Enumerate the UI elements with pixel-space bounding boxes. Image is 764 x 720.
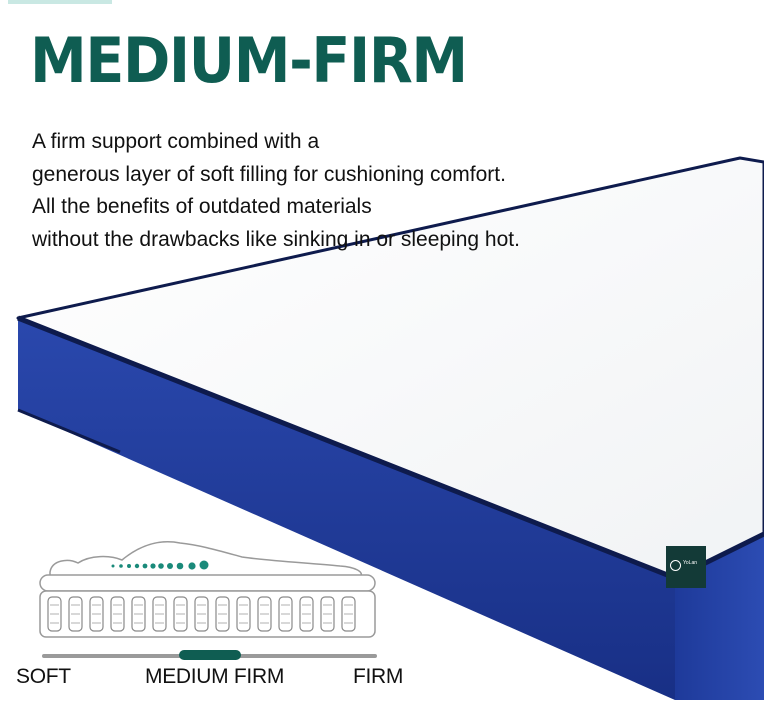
- description: A firm support combined with a generous …: [32, 126, 552, 256]
- description-line: A firm support combined with a: [32, 130, 320, 153]
- sleeper-outline: [49, 541, 362, 580]
- firmness-scale-marker: [178, 650, 241, 660]
- coil-springs: [47, 596, 356, 632]
- firmness-label-firm: FIRM: [353, 665, 404, 688]
- mattress-side-left: [18, 318, 675, 700]
- coil-spring-lines: [50, 604, 353, 624]
- headline: MEDIUM-FIRM: [30, 24, 468, 97]
- firmness-scale: SOFT MEDIUM FIRM FIRM: [0, 640, 420, 700]
- description-line: generous layer of soft filling for cushi…: [32, 162, 506, 186]
- comfort-layer: [39, 574, 376, 592]
- mattress-cross-section-diagram: [39, 541, 376, 638]
- description-line: without the drawbacks like sinking in or…: [32, 227, 520, 251]
- brand-tag-text: YoLan: [683, 560, 697, 566]
- brand-logo-icon: [670, 560, 681, 571]
- description-line: All the benefits of outdated materials: [32, 195, 372, 218]
- top-tab-decoration: [8, 0, 112, 4]
- mattress-bottom-piping: [17, 408, 121, 454]
- firmness-label-soft: SOFT: [16, 665, 71, 688]
- brand-tag: YoLan: [666, 546, 706, 588]
- spine-dots: [111, 560, 209, 570]
- firmness-label-medium-firm: MEDIUM FIRM: [145, 665, 285, 688]
